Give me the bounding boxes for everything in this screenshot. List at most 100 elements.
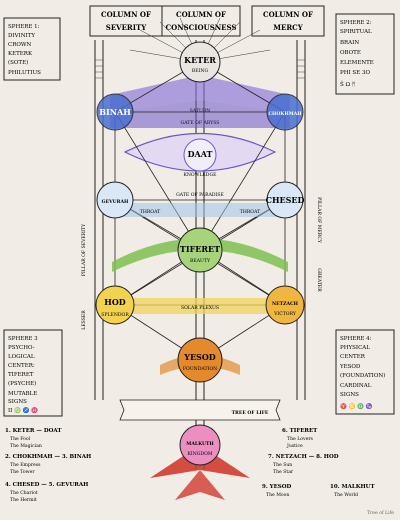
throat-label-left: THROAT [140, 209, 161, 215]
malkuth-sub: KINGDOM [187, 451, 212, 457]
daat-sub: KNOWLEDGE [183, 172, 216, 178]
legend-l1a: The Fool [10, 436, 31, 442]
header-conscious-1: COLUMN OF [176, 10, 226, 19]
legend-right: 6. TIFERET The Lovers Justice 7. NETZACH… [262, 428, 394, 516]
tree-of-life-label: TREE OF LIFE [232, 410, 269, 416]
legend-r7b: The Star [273, 469, 294, 475]
sephiroth: KETER BEING BINAH CHOKHMAH DAAT KNOWLEDG… [95, 41, 305, 466]
tr-line-6: PHI SE 3O [340, 70, 370, 76]
ml-line-8: SIGNS [8, 399, 27, 405]
tl-line-1: SPHERE 1: [8, 24, 40, 30]
throat-label-right: THROAT [240, 209, 261, 215]
mr-line-7: SIGNS [340, 392, 359, 398]
throat-band: THROAT THROAT GATE OF PARADISE [110, 192, 290, 217]
left-pillar-text-2: LESSER [81, 310, 87, 330]
mr-line-5: (FOUNDATION) [340, 372, 385, 379]
tr-line-3: BRAIN [340, 40, 359, 46]
tl-line-3: CROWN [8, 42, 32, 48]
legend-l4b: The Hermit [10, 497, 37, 503]
hod-sub: SPLENDOR [101, 312, 129, 318]
netzach-name: NETZACH [272, 301, 299, 307]
saturn-label: SATURN [190, 108, 211, 114]
hod-name: HOD [104, 297, 126, 307]
tl-line-4: KETERK [8, 51, 33, 57]
tl-line-6: PHILUTIUS [8, 70, 41, 76]
saturn-band: SATURN GATE OF ABYSS [110, 75, 290, 128]
tree-of-life-banner: TREE OF LIFE [119, 399, 281, 421]
chokmah-name: CHOKHMAH [268, 111, 302, 117]
ml-line-2: PSYCHO- [8, 345, 35, 351]
legend-r6: 6. TIFERET [282, 428, 318, 434]
chesed-name: CHESED [266, 195, 305, 205]
top-right-box: SPHERE 2: SPIRITUAL BRAIN OBOTE ELEMENTE… [335, 13, 395, 95]
header-conscious-2: CONSCIOUSNESS [166, 23, 237, 32]
legend-l4a: The Chariot [10, 490, 38, 496]
legend-r7: 7. NETZACH — 8. HOD [268, 454, 339, 460]
keter-sub: BEING [192, 68, 209, 74]
header-mercy-1: COLUMN OF [263, 10, 313, 19]
ml-line-4: CENTER: [8, 363, 35, 369]
geburah-name: GEVURAH [102, 199, 129, 205]
right-pillar-text: PILLAR OF MERCY [316, 197, 322, 244]
legend-l2a: The Empress [10, 462, 41, 468]
legend-r7a: The Sun [273, 462, 292, 468]
chokmah-node [266, 93, 304, 131]
chesed-node [266, 181, 304, 219]
daat-name: DAAT [188, 149, 213, 159]
header: COLUMN OF SEVERITY COLUMN OF CONSCIOUSNE… [89, 5, 325, 37]
header-mercy-2: MERCY [273, 23, 303, 32]
binah-node [96, 93, 134, 131]
mr-line-2: PHYSICAL [340, 345, 370, 351]
mr-line-6: CARDINAL [340, 383, 372, 389]
tiferet-sub: BEAUTY [190, 258, 211, 264]
yesod-name: YESOD [183, 352, 216, 362]
daat-node [183, 138, 217, 172]
gate-paradise-label: GATE OF PARADISE [176, 192, 224, 198]
ml-line-9: II ♍ ♐ ♓ [8, 407, 38, 414]
keter-name: KETER [184, 55, 216, 65]
ml-line-5: TIFERET [8, 372, 34, 378]
legend-r10a: The World [334, 492, 358, 498]
ml-line-7: MUTABLE [8, 391, 37, 397]
netzach-sub: VICTORY [273, 311, 297, 317]
ml-line-3: LOGICAL [8, 354, 35, 360]
right-pillar-text-2: GREATER [316, 268, 322, 292]
tr-line-1: SPHERE 2: [340, 20, 372, 26]
solar-plexus-label: SOLAR PLEXUS [181, 305, 219, 311]
legend-r6b: Justice [286, 443, 303, 449]
legend-r10: 10. MALKHUT [330, 484, 375, 490]
mr-line-8: ♈ ♋ ♎ ♑ [340, 403, 373, 410]
legend-l2: 2. CHOKHMAH — 3. BINAH [5, 454, 91, 460]
legend-l2b: The Tower [10, 469, 35, 475]
malkuth-node [179, 424, 221, 466]
tiferet-name: TIFERET [180, 244, 220, 254]
binah-name: BINAH [99, 107, 131, 117]
legend-l1b: The Magician [10, 443, 42, 449]
legend-l1: 1. KETER — DOAT [5, 428, 62, 434]
mr-line-1: SPHERE 4: [340, 336, 372, 342]
gate-abyss-label: GATE OF ABYSS [181, 120, 220, 126]
legend-r9: 9. YESOD [262, 484, 292, 490]
mr-line-3: CENTER [340, 354, 366, 360]
netzach-node [265, 285, 305, 325]
tr-line-7: Ŝ Ω ᛗ [340, 80, 355, 88]
top-left-box: SPHERE 1: DIVINITY CROWN KETERK (SOTE) P… [3, 17, 61, 81]
tr-line-4: OBOTE [340, 50, 361, 56]
yesod-sub: FOUNDATION [183, 366, 217, 372]
signature: Tree of Life [367, 510, 394, 516]
header-severity-1: COLUMN OF [101, 10, 151, 19]
green-arc [112, 238, 288, 272]
legend-r9a: The Moon [266, 492, 289, 498]
tr-line-2: SPIRITUAL [340, 29, 372, 35]
left-pillar-text: PILLAR OF SEVERITY [81, 223, 87, 276]
hod-node [95, 285, 135, 325]
mid-right-box: SPHERE 4: PHYSICAL CENTER YESOD (FOUNDAT… [335, 329, 395, 415]
mid-left-box: SPHERE 3 PSYCHO- LOGICAL CENTER: TIFERET… [3, 329, 63, 417]
legend-left: 1. KETER — DOAT The Fool The Magician 2.… [5, 428, 91, 503]
mr-line-4: YESOD [339, 364, 361, 370]
solar-plexus-band: SOLAR PLEXUS [110, 298, 290, 314]
legend-l4: 4. CHESED — 5. GEVURAH [5, 482, 88, 488]
tl-line-5: (SOTE) [8, 59, 28, 66]
legend-r6a: The Lovers [287, 436, 314, 442]
